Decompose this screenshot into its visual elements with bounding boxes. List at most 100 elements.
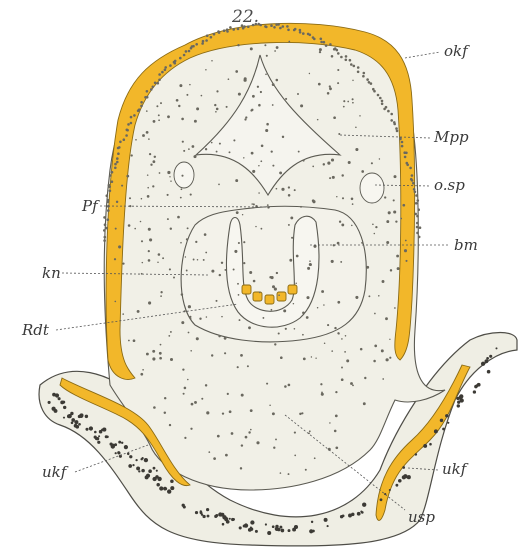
epidermis-dot xyxy=(495,347,497,349)
nucleus-dot xyxy=(181,321,184,324)
nucleus-dot xyxy=(160,291,162,293)
nucleus-dot xyxy=(235,70,238,73)
rim-nucleus-dot xyxy=(247,25,250,28)
nucleus-dot xyxy=(363,402,366,405)
nucleus-dot xyxy=(181,188,183,190)
nucleus-dot xyxy=(189,84,191,86)
epidermis-dot xyxy=(124,445,128,449)
rim-nucleus-dot xyxy=(294,28,297,31)
rim-nucleus-dot xyxy=(336,49,339,52)
nucleus-dot xyxy=(343,106,345,108)
nucleus-dot xyxy=(218,335,220,337)
nucleus-dot xyxy=(285,328,287,330)
nucleus-dot xyxy=(288,194,291,197)
nucleus-dot xyxy=(324,343,326,345)
epidermis-dot xyxy=(63,417,65,419)
rim-nucleus-dot xyxy=(323,41,326,44)
epidermis-dot xyxy=(127,453,130,456)
epidermis-dot xyxy=(115,452,117,454)
nucleus-dot xyxy=(169,176,170,177)
nucleus-dot xyxy=(280,472,282,474)
epidermis-dot xyxy=(458,396,462,400)
nucleus-dot xyxy=(341,367,343,369)
epidermis-dot xyxy=(156,470,158,472)
nucleus-dot xyxy=(386,358,389,361)
epidermis-dot xyxy=(440,419,443,422)
nucleus-dot xyxy=(393,210,396,213)
nucleus-dot xyxy=(381,349,384,352)
nucleus-dot xyxy=(291,237,293,239)
rim-nucleus-dot xyxy=(350,63,353,66)
epidermis-dot xyxy=(140,458,142,460)
epidermis-dot xyxy=(473,390,476,393)
nucleus-dot xyxy=(332,176,335,179)
nucleus-dot xyxy=(194,120,197,123)
nucleus-dot xyxy=(199,318,201,320)
rim-nucleus-dot xyxy=(277,23,280,26)
nucleus-dot xyxy=(118,245,121,248)
rim-nucleus-dot xyxy=(217,30,220,33)
nucleus-dot xyxy=(211,142,213,144)
nucleus-dot xyxy=(184,437,186,439)
rim-nucleus-dot xyxy=(363,72,366,75)
rim-nucleus-dot xyxy=(127,123,130,126)
nucleus-dot xyxy=(278,332,280,334)
nucleus-dot xyxy=(334,430,337,433)
nucleus-dot xyxy=(289,259,292,262)
nucleus-dot xyxy=(352,98,354,100)
nucleus-dot xyxy=(222,412,224,414)
nucleus-dot xyxy=(169,268,171,270)
nucleus-dot xyxy=(194,401,197,404)
nucleus-dot xyxy=(196,337,199,340)
rim-nucleus-dot xyxy=(390,119,393,122)
nucleus-dot xyxy=(240,354,243,357)
nucleus-dot xyxy=(141,240,143,242)
rim-nucleus-dot xyxy=(164,66,167,69)
nucleus-dot xyxy=(191,403,194,406)
nucleus-dot xyxy=(204,233,207,236)
nucleus-dot xyxy=(337,242,340,245)
nucleus-dot xyxy=(148,138,150,140)
nucleus-dot xyxy=(146,110,148,112)
nucleus-dot xyxy=(259,292,261,294)
nucleus-dot xyxy=(160,344,162,346)
rim-nucleus-dot xyxy=(320,41,323,44)
rim-nucleus-dot xyxy=(130,122,133,125)
nucleus-dot xyxy=(153,120,156,123)
nucleus-dot xyxy=(233,269,235,271)
epidermis-dot xyxy=(141,469,145,473)
nucleus-dot xyxy=(142,134,145,137)
nucleus-dot xyxy=(352,384,354,386)
epidermis-dot xyxy=(277,528,280,531)
rim-nucleus-dot xyxy=(229,26,232,29)
nucleus-dot xyxy=(237,44,239,46)
nucleus-dot xyxy=(217,435,220,438)
rim-nucleus-dot xyxy=(379,97,382,100)
epidermis-dot xyxy=(415,453,417,455)
nucleus-dot xyxy=(352,203,354,205)
epidermis-dot xyxy=(484,359,488,363)
nucleus-dot xyxy=(355,296,358,299)
rim-nucleus-dot xyxy=(353,65,356,68)
epidermis-dot xyxy=(281,529,285,533)
nucleus-dot xyxy=(225,454,228,457)
nucleus-dot xyxy=(193,259,195,261)
epidermis-dot xyxy=(442,428,445,431)
rim-nucleus-dot xyxy=(417,208,420,211)
epidermis-dot xyxy=(74,420,78,424)
nucleus-dot xyxy=(238,294,240,296)
nucleus-dot xyxy=(173,277,175,279)
epidermis-dot xyxy=(398,479,402,483)
rim-nucleus-dot xyxy=(202,40,205,43)
epidermis-dot xyxy=(153,467,156,470)
nucleus-dot xyxy=(364,377,366,379)
nucleus-dot xyxy=(158,253,161,256)
epidermis-dot xyxy=(477,383,481,387)
nucleus-dot xyxy=(265,74,267,76)
nucleus-dot xyxy=(335,415,338,418)
nucleus-dot xyxy=(389,357,391,359)
nucleus-dot xyxy=(271,309,273,311)
label-usp: usp xyxy=(408,508,435,526)
epidermis-dot xyxy=(360,511,362,513)
